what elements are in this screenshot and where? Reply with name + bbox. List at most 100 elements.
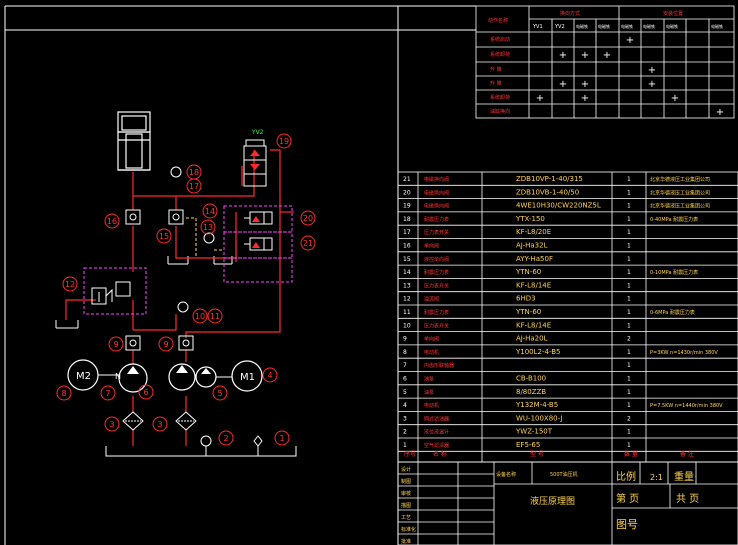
part-number: 9 xyxy=(403,336,407,343)
callout-circle xyxy=(200,219,216,235)
part-model: 4WE10H30/CW220NZ5L xyxy=(516,202,601,210)
part-qty: 1 xyxy=(627,282,631,289)
level-gauge xyxy=(200,435,212,456)
valve-action-table: 换向方式 安装位置 动作名称 YV1 YV2 电磁铁 电磁铁 电磁铁 电磁铁 电… xyxy=(475,5,735,119)
callout-circle xyxy=(138,384,154,400)
part-number: 18 xyxy=(403,216,411,223)
part-name: 压力表开关 xyxy=(424,322,449,329)
callout-circle xyxy=(300,210,316,226)
callout-circle xyxy=(108,336,124,352)
part-qty: 1 xyxy=(627,362,631,369)
table-col-4: 电磁铁 xyxy=(598,23,610,29)
callout-circle xyxy=(156,228,172,244)
valve-action-mark: + xyxy=(559,79,567,90)
parts-header-name: 名 称 xyxy=(433,450,447,458)
part-name: 单向阀 xyxy=(424,336,439,343)
valve-row-label: 系统卸荷 xyxy=(490,51,510,58)
part-qty: 1 xyxy=(627,389,631,396)
electro-valves xyxy=(244,211,273,251)
part-model: 8/80ZZB xyxy=(516,388,546,396)
part-qty: 1 xyxy=(627,376,631,383)
part-number: 5 xyxy=(403,389,407,396)
sign-label: 审核 xyxy=(401,490,411,497)
table-col-7: 电磁铁 xyxy=(666,23,678,29)
part-name: 单向阀 xyxy=(424,243,439,250)
valve-action-mark: + xyxy=(581,50,589,61)
part-model: KF-L8/20E xyxy=(516,228,551,236)
callout-number: 10 xyxy=(195,312,205,321)
part-number: 3 xyxy=(403,415,407,422)
valve-row-label: 系统启动 xyxy=(490,36,510,43)
callout-number: 3 xyxy=(109,420,114,429)
part-model: WU-100X80-J xyxy=(516,414,563,422)
table-col-3: 电磁铁 xyxy=(576,23,588,29)
part-model: EF5-65 xyxy=(516,441,540,449)
sign-label: 批准 xyxy=(401,538,411,545)
scale-label: 比例 xyxy=(616,470,636,483)
solenoid-label: YV2 xyxy=(251,129,264,136)
part-qty: 1 xyxy=(627,203,631,210)
part-name: 压力表开关 xyxy=(424,229,449,236)
part-qty: 1 xyxy=(627,322,631,329)
schematic: YV2 xyxy=(55,111,316,457)
part-model: ZDB10VP-1-40/315 xyxy=(516,175,583,183)
pilot-lines xyxy=(186,217,224,258)
part-qty: 1 xyxy=(627,189,631,196)
part-model: KF-L8/14E xyxy=(516,321,551,329)
valve-action-mark: + xyxy=(648,79,656,90)
part-note: 北京华德液压工业集团公司 xyxy=(650,203,710,210)
callout-circle xyxy=(300,235,316,251)
part-qty: 2 xyxy=(627,336,631,343)
part-name: 电磁换向阀 xyxy=(424,176,449,183)
motor-m2-label: M2 xyxy=(76,371,91,382)
equipment-name: 500T油压机 xyxy=(550,471,578,478)
part-name: 液位液温计 xyxy=(424,429,449,436)
parts-header-no: 序号 xyxy=(404,450,416,458)
part-number: 14 xyxy=(403,269,411,276)
valve-table-rows: 系统启动+系统卸荷+++升 降+升 降+++系统卸荷+++油缸换向+ xyxy=(490,35,724,118)
callout-circle xyxy=(262,367,278,383)
callout-number: 3 xyxy=(157,420,162,429)
part-qty: 1 xyxy=(627,243,631,250)
valve-row-label: 升 降 xyxy=(490,80,502,87)
callout-number: 16 xyxy=(107,217,117,226)
weight-label: 重量 xyxy=(674,470,694,483)
part-qty: 1 xyxy=(627,442,631,449)
valve-manifolds xyxy=(83,205,293,315)
part-number: 16 xyxy=(403,243,411,250)
table-col-6: 电磁铁 xyxy=(643,23,655,29)
part-name: 电动机 xyxy=(424,349,439,356)
sign-label: 制图 xyxy=(401,478,411,485)
valve-row-label: 系统卸荷 xyxy=(490,94,510,101)
part-note: 0-6MPa 耐震压力表 xyxy=(650,309,695,316)
part-model: 6HD3 xyxy=(516,295,536,303)
table-col-5: 电磁铁 xyxy=(621,23,633,29)
part-name: 内齿形联轴器 xyxy=(424,362,454,369)
table-group-header-location: 安装位置 xyxy=(663,10,683,17)
sign-label: 描图 xyxy=(401,502,411,509)
callout-number: 14 xyxy=(205,207,215,216)
part-name: 溢流阀 xyxy=(424,296,439,303)
part-name: 耐震压力表 xyxy=(424,309,449,316)
valve-action-mark: + xyxy=(536,93,544,104)
valve-action-mark: + xyxy=(581,93,589,104)
part-name: 耐震压力表 xyxy=(424,216,449,223)
valve-action-mark: + xyxy=(603,50,611,61)
callout-number: 19 xyxy=(279,137,289,146)
valve-row-label: 升 降 xyxy=(490,66,502,73)
part-number: 7 xyxy=(403,362,407,369)
relief-valve xyxy=(91,281,131,305)
part-qty: 1 xyxy=(627,229,631,236)
sign-label: 设计 xyxy=(401,466,411,473)
part-model: Y132M-4-B5 xyxy=(515,401,558,409)
callout-number: 17 xyxy=(189,182,199,191)
motor-m1-label: M1 xyxy=(240,372,255,383)
callout-circle xyxy=(152,416,168,432)
coupling-label: N xyxy=(115,372,121,381)
callout-circle xyxy=(62,276,78,292)
part-model: CB-B100 xyxy=(516,375,546,383)
part-number: 15 xyxy=(403,256,411,263)
part-number: 20 xyxy=(403,189,411,196)
